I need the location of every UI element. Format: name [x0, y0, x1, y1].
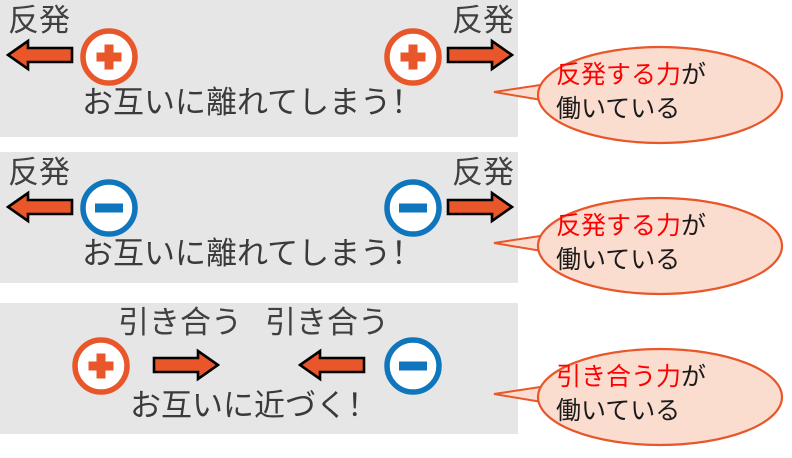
row1-callout-bubble	[492, 42, 790, 153]
row3-callout-rest: が	[681, 362, 707, 391]
row3-callout-highlight: 引き合う力	[556, 362, 682, 391]
row3-left-plus-charge-icon	[70, 335, 132, 402]
row2-right-force-label: 反発	[452, 155, 514, 191]
row2-right-arrow-right-icon	[446, 190, 515, 229]
row3-right-arrow-left-icon	[297, 348, 366, 387]
row2-left-minus-charge-icon	[78, 177, 140, 244]
row1-callout-highlight: 反発する力	[556, 60, 682, 89]
row1-right-force-label: 反発	[452, 3, 514, 39]
row2-left-arrow-left-icon	[5, 190, 74, 229]
row3-left-arrow-right-icon	[152, 348, 221, 387]
row3-callout-bubble	[492, 344, 790, 455]
row3-left-force-label: 引き合う	[118, 305, 242, 341]
row3-callout-line2: 働いている	[556, 396, 681, 425]
row1-left-plus-charge-icon	[78, 26, 140, 93]
row3-callout-line1: 引き合う力が	[556, 360, 706, 394]
row2-caption: お互いに離れてしまう！	[82, 236, 423, 272]
row2-callout-highlight: 反発する力	[556, 211, 682, 240]
row3-right-minus-charge-icon	[382, 335, 444, 402]
row1-callout-line2: 働いている	[556, 94, 681, 123]
row2-callout-bubble	[492, 193, 790, 304]
row1-caption: お互いに離れてしまう！	[82, 85, 423, 121]
row1-callout-line1: 反発する力が	[556, 58, 706, 92]
row1-callout-rest: が	[681, 60, 707, 89]
row3-right-force-label: 引き合う	[265, 305, 389, 341]
row1-right-arrow-right-icon	[446, 38, 515, 77]
row3-caption: お互いに近づく！	[130, 388, 378, 424]
row2-callout-line1: 反発する力が	[556, 209, 706, 243]
row2-callout-line2: 働いている	[556, 245, 681, 274]
row1-right-plus-charge-icon	[382, 26, 444, 93]
row1-left-arrow-left-icon	[5, 38, 74, 77]
row2-callout-rest: が	[681, 211, 707, 240]
row1-left-force-label: 反発	[8, 3, 70, 39]
row2-right-minus-charge-icon	[382, 177, 444, 244]
row2-left-force-label: 反発	[8, 155, 70, 191]
